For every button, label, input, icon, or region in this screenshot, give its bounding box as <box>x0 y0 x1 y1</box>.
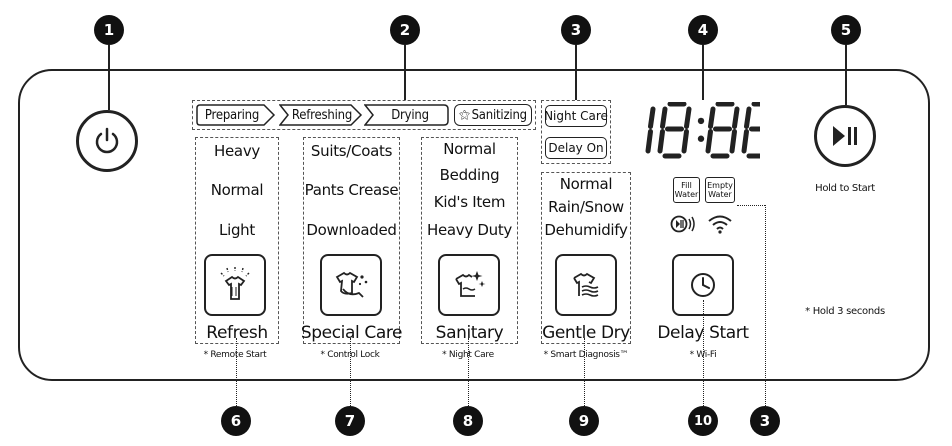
callout-3-bottom: 3 <box>750 406 780 436</box>
status-sanitizing: Sanitizing <box>471 107 528 123</box>
callout-9: 9 <box>569 406 599 436</box>
leader-3b <box>765 205 766 408</box>
special-care-option-suits-coats[interactable]: Suits/Coats <box>310 142 393 160</box>
refresh-button[interactable] <box>204 254 266 316</box>
leader-8 <box>468 338 469 408</box>
segment-e <box>657 129 665 154</box>
wifi-icon <box>708 215 732 234</box>
refresh-label: Refresh <box>206 323 268 343</box>
refresh-option-light[interactable]: Light <box>219 221 255 239</box>
gentle-dry-option-normal[interactable]: Normal <box>559 175 613 193</box>
colon-dot <box>697 117 705 125</box>
segment-e <box>741 129 749 154</box>
segment-f <box>744 106 752 129</box>
clock-icon <box>691 273 715 297</box>
special-care-shirt-icon <box>335 271 368 298</box>
leader-2 <box>404 45 406 100</box>
status-sanitizing-box: ⚝ Sanitizing <box>454 104 532 126</box>
segment-e <box>705 129 713 154</box>
segment-b <box>648 106 656 129</box>
callout-7: 7 <box>335 406 365 436</box>
power-button[interactable] <box>76 110 138 172</box>
status-drying: Drying <box>391 107 429 123</box>
callout-8: 8 <box>453 406 483 436</box>
gentle-dry-sub-smart-diagnosis: * Smart Diagnosis™ <box>543 350 629 360</box>
leader-10 <box>703 300 704 408</box>
gentle-dry-button[interactable] <box>555 254 617 316</box>
gentle-dry-frame <box>541 172 631 344</box>
leader-4 <box>702 45 704 100</box>
leader-7 <box>350 338 351 408</box>
gentle-dry-shirt-icon <box>573 272 599 297</box>
segment-f <box>660 106 668 129</box>
remote-start-icon <box>670 215 695 233</box>
sanitizing-icon: ⚝ <box>459 108 470 121</box>
refresh-option-normal[interactable]: Normal <box>210 181 264 199</box>
sanitary-option-bedding[interactable]: Bedding <box>439 166 500 184</box>
control-panel <box>18 69 930 381</box>
segment-f <box>708 106 716 129</box>
sanitary-frame <box>421 137 518 344</box>
colon-dot <box>697 135 705 142</box>
status-refreshing: Refreshing <box>291 107 353 123</box>
time-display <box>645 102 760 159</box>
refresh-sub-remote-start: * Remote Start <box>203 350 267 360</box>
leader-6 <box>236 338 237 408</box>
time-display-text: 18:88 <box>0 0 3 1</box>
delay-on-indicator: Delay On <box>545 137 607 159</box>
status-strip-frame <box>192 100 536 130</box>
status-arrow-refreshing <box>279 104 363 126</box>
refresh-frame <box>195 137 279 344</box>
start-pause-button[interactable] <box>814 105 876 167</box>
special-care-option-pants-crease[interactable]: Pants Crease <box>304 181 399 199</box>
sanitary-button[interactable] <box>438 254 500 316</box>
callout-4: 4 <box>688 15 718 45</box>
hold-3-seconds-note: * Hold 3 seconds <box>805 306 885 317</box>
special-care-label: Special Care <box>300 323 403 343</box>
sanitary-option-normal[interactable]: Normal <box>443 140 496 158</box>
segment-b <box>732 106 740 129</box>
leader-3 <box>575 45 577 100</box>
callout-2: 2 <box>390 15 420 45</box>
hold-to-start-label: Hold to Start <box>815 183 875 194</box>
special-care-option-downloaded[interactable]: Downloaded <box>306 221 397 239</box>
power-icon <box>95 127 119 154</box>
segment-c <box>729 129 737 154</box>
gentle-dry-label: Gentle Dry <box>542 323 630 343</box>
status-preparing: Preparing <box>204 107 260 123</box>
leader-5 <box>845 45 847 105</box>
indicator-frame <box>541 100 611 164</box>
special-care-button[interactable] <box>320 254 382 316</box>
segment-c <box>681 129 689 154</box>
sanitary-option-kids-item[interactable]: Kid's Item <box>433 193 506 211</box>
status-arrow-drying <box>364 104 449 126</box>
sanitary-option-heavy-duty[interactable]: Heavy Duty <box>426 221 513 239</box>
leader-3b-h <box>737 205 765 206</box>
segment-c <box>645 129 653 154</box>
callout-6: 6 <box>221 406 251 436</box>
callout-5: 5 <box>831 15 861 45</box>
leader-1 <box>108 45 110 110</box>
callout-10: 10 <box>688 406 718 436</box>
refresh-shirt-icon <box>220 267 250 300</box>
sanitary-label: Sanitary <box>435 323 504 343</box>
callout-3: 3 <box>561 15 591 45</box>
callout-1: 1 <box>94 15 124 45</box>
gentle-dry-option-dehumidify[interactable]: Dehumidify <box>544 221 628 239</box>
play-pause-icon <box>833 126 857 146</box>
segment-b <box>684 106 692 129</box>
special-care-frame <box>303 137 400 344</box>
status-arrow-preparing <box>196 104 276 126</box>
leader-9 <box>584 338 585 408</box>
night-care-indicator: Night Care <box>544 105 608 127</box>
sanitary-shirt-icon <box>455 271 486 297</box>
refresh-option-heavy[interactable]: Heavy <box>214 142 260 160</box>
gentle-dry-option-rain-snow[interactable]: Rain/Snow <box>548 198 624 216</box>
